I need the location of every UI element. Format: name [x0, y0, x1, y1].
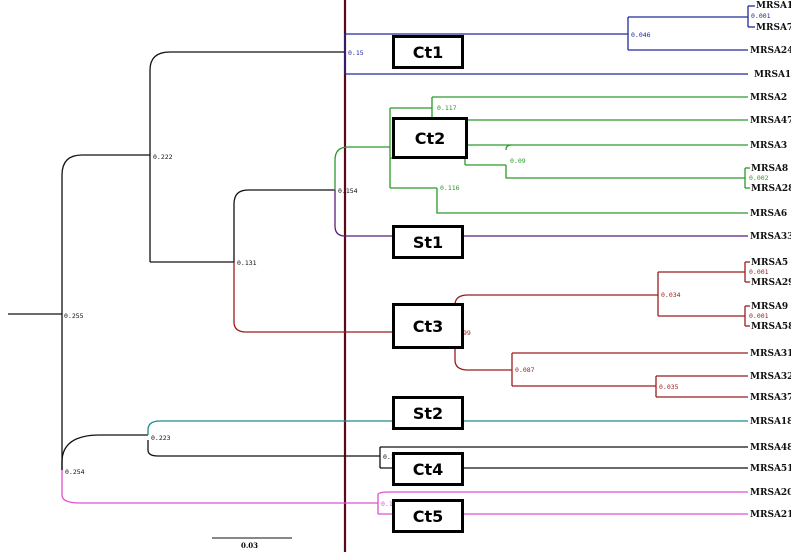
node-label-st2: 0.223: [151, 434, 171, 442]
leaf-label: MRSA6: [750, 209, 787, 219]
node-label-ct4: 0.1: [383, 453, 395, 461]
leaf-label: MRSA47: [750, 116, 791, 126]
clade-ct3-branches: [233, 261, 750, 398]
leaf-label: MRSA32: [750, 372, 791, 382]
leaf-label: MRSA51: [750, 464, 791, 474]
clade-box-ct4: Ct4: [392, 452, 464, 486]
node-label-ct3-bot-inner: 0.035: [659, 383, 679, 391]
node-label-ct2-mid: 0.09: [510, 157, 526, 165]
clade-box-ct3: Ct3: [392, 303, 464, 349]
leaf-label: MRSA71: [756, 23, 791, 33]
leaf-label: MRSA24: [750, 46, 791, 56]
leaf-label: MRSA58: [751, 322, 791, 332]
leaf-label: MRSA48: [750, 443, 791, 453]
clade-ct1-branches: [344, 5, 755, 75]
node-label-ct3-pair1: 0.001: [749, 268, 769, 276]
node-label-ct5: 0.1: [381, 500, 393, 508]
leaf-label: MRSA31: [750, 349, 791, 359]
node-label-ct1-pair: 0.001: [751, 12, 771, 20]
leaf-label: MRSA28: [751, 184, 791, 194]
node-label-ct3-top: 0.034: [661, 291, 681, 299]
node-label-st1: 0.154: [338, 187, 358, 195]
scale-bar-label: 0.03: [241, 541, 259, 550]
leaf-label: MRSA1: [756, 1, 791, 11]
leaf-label: MRSA33: [750, 232, 791, 242]
leaf-label: MRSA21: [750, 510, 791, 520]
node-label-ct2-top: 0.117: [437, 104, 457, 112]
clade-st2-branches: [147, 420, 748, 435]
node-label-root: 0.255: [64, 312, 84, 320]
backbone-branches: [8, 51, 381, 470]
node-label-ct1: 0.15: [348, 49, 364, 57]
node-label-mid: 0.131: [237, 259, 257, 267]
node-label-ct2-pair: 0.002: [749, 174, 769, 182]
node-label-ct3-bot: 0.087: [515, 366, 535, 374]
clade-box-ct5: Ct5: [392, 499, 464, 533]
leaf-label: MRSA9: [751, 302, 788, 312]
leaf-label: MRSA2: [750, 93, 787, 103]
leaf-label: MRSA3: [750, 141, 787, 151]
leaf-label: MRSA29: [751, 278, 791, 288]
leaf-label: MRSA20: [750, 488, 791, 498]
node-label-upper: 0.222: [153, 153, 173, 161]
node-label-ct1-inner: 0.046: [631, 31, 651, 39]
node-label-lower: 0.254: [65, 468, 85, 476]
clade-box-ct1: Ct1: [392, 35, 464, 69]
leaf-label: MRSA8: [751, 164, 788, 174]
node-label-ct3: 99: [463, 329, 471, 337]
leaf-label: MRSA16: [754, 70, 791, 80]
leaf-label: MRSA37: [750, 393, 791, 403]
clade-st1-branches: [334, 190, 748, 237]
node-label-ct2-bot: 0.116: [440, 184, 460, 192]
clade-box-st2: St2: [392, 396, 464, 430]
node-label-ct3-pair2: 0.001: [749, 312, 769, 320]
clade-box-st1: St1: [392, 225, 464, 259]
leaf-label: MRSA18: [750, 417, 791, 427]
clade-box-ct2: Ct2: [392, 117, 468, 159]
leaf-label: MRSA5: [751, 258, 788, 268]
